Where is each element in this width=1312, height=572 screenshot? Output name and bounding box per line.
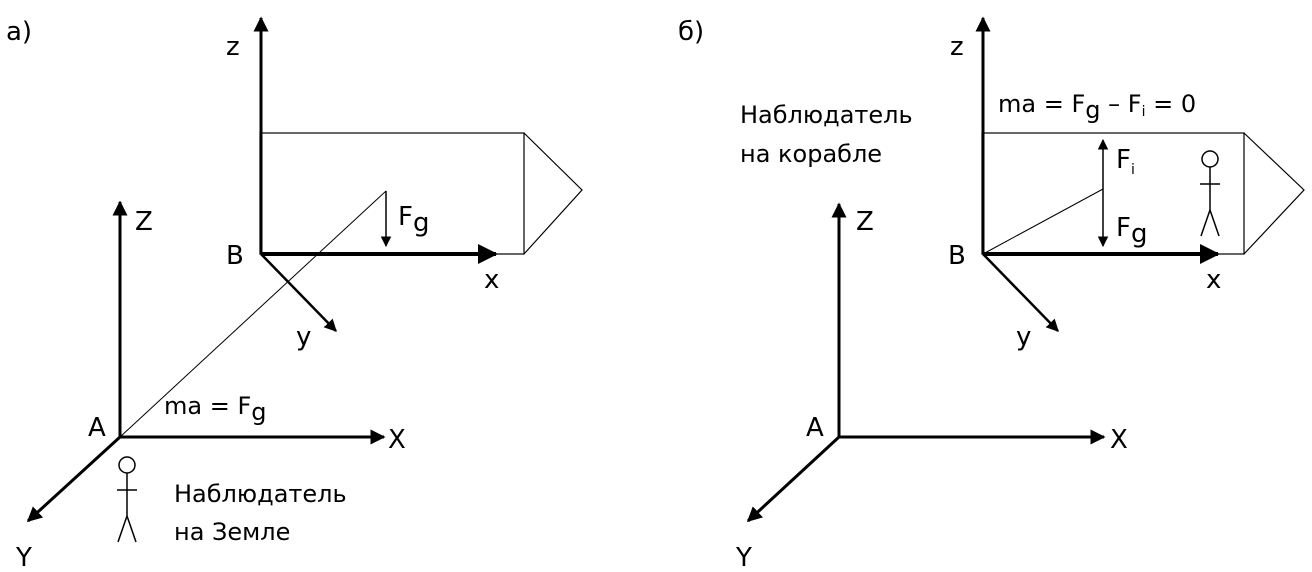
panel-a: а) z x y B Z X Y A Fg ma = F (6, 16, 583, 572)
ground-z-label-b: Z (856, 207, 874, 237)
observer-caption-b-line2: на корабле (740, 140, 882, 168)
ship-z-label-b: z (950, 32, 964, 62)
gravity-label-b: Fg (1116, 213, 1147, 249)
ground-y-axis-a (26, 435, 122, 523)
ship-frame-a (253, 16, 498, 332)
ground-origin-label-a: A (88, 413, 106, 443)
observer-caption-b-line1: Наблюдатель (740, 101, 913, 129)
ship-y-axis-a (260, 253, 337, 332)
inertial-force-label-b: Fi (1116, 145, 1135, 178)
observer-figure-b (1200, 150, 1220, 237)
ground-y-label-b: Y (735, 543, 752, 572)
ship-x-label-a: x (484, 265, 499, 295)
equation-a: ma = Fg (164, 392, 267, 426)
ship-y-label-b: y (1016, 322, 1031, 352)
ship-y-axis-b (982, 253, 1059, 332)
position-line-b (982, 188, 1104, 255)
ground-y-label-a: Y (15, 543, 32, 572)
ground-x-label-a: X (388, 425, 406, 455)
ship-origin-label-b: B (948, 241, 966, 271)
panel-b: б) z x y B ma = Fg – Fi = 0 Наблюдатель … (678, 16, 1305, 572)
ground-y-axis-b (746, 435, 841, 523)
panel-b-label: б) (678, 17, 704, 47)
ship-x-label-b: x (1206, 265, 1221, 295)
ship-frame-b (975, 16, 1220, 332)
observer-figure-a (117, 456, 137, 543)
ground-frame-a (26, 200, 386, 523)
equation-b: ma = Fg – Fi = 0 (998, 90, 1196, 124)
ground-z-label-a: Z (135, 207, 153, 237)
position-line-a (119, 190, 387, 438)
ship-y-label-a: y (296, 322, 311, 352)
panel-a-label: а) (6, 17, 32, 47)
ship-origin-label-a: B (226, 241, 244, 271)
ground-origin-label-b: A (806, 413, 824, 443)
ground-x-label-b: X (1110, 425, 1128, 455)
gravity-label-a: Fg (398, 202, 429, 238)
ship-z-label-a: z (226, 32, 240, 62)
observer-caption-a-line2: на Земле (174, 518, 290, 546)
observer-caption-a-line1: Наблюдатель (174, 480, 347, 508)
ground-frame-b (746, 202, 1106, 523)
